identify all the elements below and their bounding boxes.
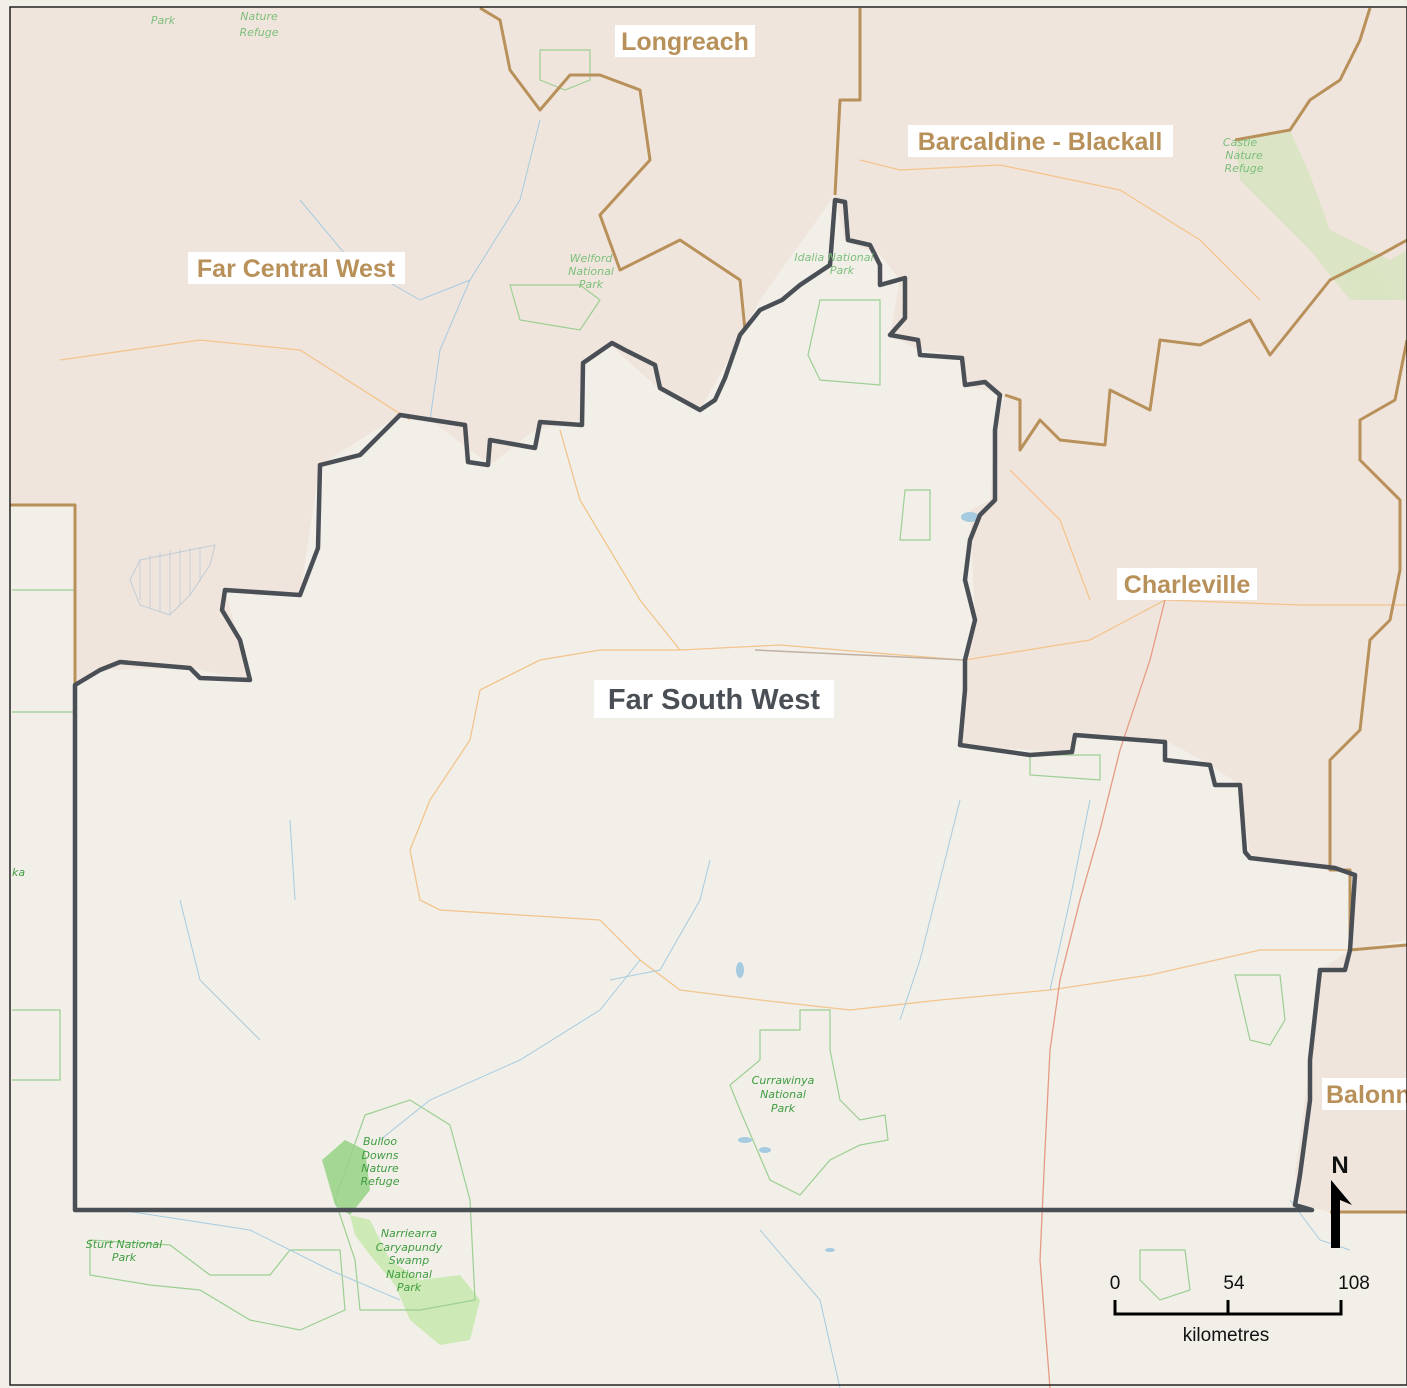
label-castle-2: Nature bbox=[1225, 149, 1263, 162]
scale-tick-54: 54 bbox=[1223, 1273, 1245, 1294]
north-arrow-label: N bbox=[1331, 1152, 1348, 1179]
label-bulloo-2: Downs bbox=[362, 1149, 399, 1162]
longreach-fill bbox=[480, 8, 860, 330]
tracks bbox=[754, 649, 966, 661]
label-barcaldine-blackall: Barcaldine - Blackall bbox=[918, 128, 1163, 156]
label-narriearra-1: Narriearra bbox=[381, 1227, 438, 1240]
label-idalia-2: Park bbox=[830, 264, 855, 277]
label-longreach: Longreach bbox=[621, 28, 749, 56]
park-labels: Park Nature Refuge Welford National Park… bbox=[12, 10, 1264, 1294]
label-narriearra-2: Caryapundy bbox=[376, 1241, 443, 1254]
far-central-west-border bbox=[10, 503, 77, 685]
label-idalia-1: Idalia National bbox=[794, 251, 873, 264]
north-arrow: N bbox=[1331, 1152, 1352, 1248]
label-currawinya-3: Park bbox=[771, 1102, 796, 1115]
label-nature-refuge-2: Refuge bbox=[239, 26, 278, 39]
scale-tick-108: 108 bbox=[1338, 1273, 1370, 1294]
label-nature-refuge-1: Nature bbox=[240, 10, 278, 23]
far-south-west-border bbox=[72, 197, 1358, 1213]
barcaldine-blackall-fill bbox=[835, 8, 1407, 450]
lakes bbox=[129, 512, 979, 1252]
park-areas bbox=[322, 130, 1407, 1345]
label-welford-3: Park bbox=[579, 278, 604, 291]
label-narriearra-4: National bbox=[386, 1268, 432, 1281]
label-castle-1: Castle bbox=[1223, 136, 1258, 149]
label-far-south-west: Far South West bbox=[608, 684, 820, 716]
label-bulloo-1: Bulloo bbox=[363, 1135, 397, 1148]
label-welford-2: National bbox=[568, 265, 614, 278]
waterways bbox=[119, 119, 1351, 1388]
castle-refuge-area bbox=[1235, 130, 1407, 300]
scale-unit: kilometres bbox=[1183, 1325, 1270, 1346]
narriearra-area bbox=[350, 1215, 480, 1345]
label-narriearra-5: Park bbox=[397, 1281, 422, 1294]
north-arrow-icon bbox=[1331, 1180, 1352, 1248]
label-narriearra-3: Swamp bbox=[389, 1254, 429, 1267]
label-balonne: Balonne bbox=[1326, 1081, 1407, 1109]
park-outlines bbox=[12, 49, 1286, 1331]
far-central-west-fill bbox=[10, 8, 745, 685]
barcaldine-charleville-border bbox=[1004, 238, 1407, 452]
label-sturt-2: Park bbox=[112, 1251, 137, 1264]
label-bulloo-3: Nature bbox=[361, 1162, 399, 1175]
label-edge-ka: ka bbox=[12, 866, 25, 879]
scale-tick-0: 0 bbox=[1110, 1273, 1121, 1294]
longreach-west-border bbox=[479, 6, 747, 331]
label-currawinya-1: Currawinya bbox=[752, 1074, 815, 1087]
scale-bar-line bbox=[1113, 1300, 1343, 1316]
small-park-patch bbox=[1340, 260, 1395, 300]
label-far-central-west: Far Central West bbox=[197, 255, 396, 283]
bulloo-downs-refuge-area bbox=[322, 1140, 370, 1215]
red-highway bbox=[1039, 599, 1166, 1388]
label-castle-3: Refuge bbox=[1224, 162, 1263, 175]
region-labels: Longreach Far Central West Barcaldine - … bbox=[188, 25, 1407, 1110]
label-sturt-1: Sturt National bbox=[86, 1238, 162, 1251]
label-bulloo-4: Refuge bbox=[360, 1175, 399, 1188]
label-charleville: Charleville bbox=[1124, 571, 1251, 599]
map-frame bbox=[9, 6, 1407, 1386]
neighbour-region-fills bbox=[10, 8, 1407, 1212]
longreach-east-border bbox=[833, 8, 862, 196]
label-currawinya-2: National bbox=[760, 1088, 806, 1101]
label-welford-1: Welford bbox=[570, 252, 614, 265]
castle-region-border bbox=[1234, 7, 1372, 142]
label-top-left-park: Park bbox=[151, 14, 176, 27]
scale-bar: 0 54 108 kilometres bbox=[1110, 1273, 1370, 1346]
